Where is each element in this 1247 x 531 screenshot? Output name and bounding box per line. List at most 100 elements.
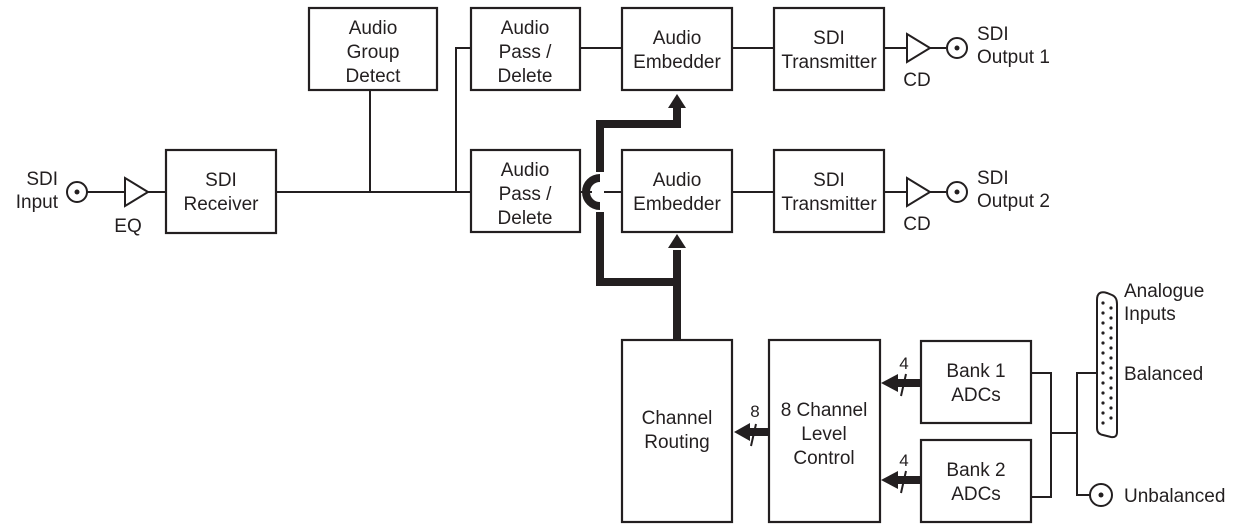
bus-width-4-label: 4 [899, 354, 908, 373]
block-label: Receiver [184, 194, 260, 215]
block-label: Transmitter [781, 52, 877, 73]
dsub-connector-icon [1096, 291, 1118, 439]
analogue-inputs-title: Inputs [1124, 304, 1176, 325]
sdi-output-2-label: SDI [977, 168, 1009, 189]
dsub-pin [1109, 376, 1113, 380]
audio-buses [582, 94, 921, 494]
block-label: 8 Channel [781, 400, 868, 421]
block-audio-pass-delete-1: Audio Pass / Delete [469, 6, 582, 92]
block-label: Pass / [499, 184, 553, 205]
block-label: Embedder [633, 52, 721, 73]
dsub-pin [1109, 326, 1113, 330]
block-label: SDI [813, 28, 845, 49]
bus-width-8-label: 8 [750, 402, 759, 421]
arrow-to-routing [734, 423, 750, 441]
dsub-pin [1101, 331, 1105, 335]
block-label: Audio [653, 28, 702, 49]
sdi-input-label: SDI [26, 169, 58, 190]
block-label: Channel [642, 408, 713, 429]
dsub-pin [1101, 421, 1105, 425]
block-label: ADCs [951, 385, 1001, 406]
sdi-output-1-label: SDI [977, 24, 1009, 45]
bus-tick-4b [900, 470, 907, 494]
bnc-pin-icon [74, 189, 80, 195]
block-label: Delete [498, 208, 553, 229]
bus-to-embedder-1 [596, 108, 681, 172]
bus-width-4-label: 4 [899, 451, 908, 470]
arrow-bank1-to-level [881, 374, 898, 392]
block-label: Audio [349, 18, 398, 39]
block-label: Detect [346, 66, 402, 87]
dsub-pin [1101, 391, 1105, 395]
block-sdi-transmitter-2: SDI Transmitter [772, 148, 886, 234]
dsub-pin [1109, 336, 1113, 340]
dsub-pin [1109, 416, 1113, 420]
block-label: Audio [653, 170, 702, 191]
eq-label: EQ [114, 216, 141, 237]
dsub-pin [1101, 301, 1105, 305]
dsub-pin [1109, 406, 1113, 410]
block-audio-pass-delete-2: Audio Pass / Delete [469, 148, 582, 234]
block-audio-group-detect: Audio Group Detect [307, 6, 439, 92]
unbalanced-connector [1089, 483, 1113, 507]
bus-tick-8 [750, 423, 757, 447]
sdi-output-2-label: Output 2 [977, 191, 1050, 212]
sdi-output-1-label: Output 1 [977, 47, 1050, 68]
bnc-pin-icon [1098, 492, 1104, 498]
block-label: Embedder [633, 194, 721, 215]
block-label: SDI [205, 170, 237, 191]
block-audio-embedder-1: Audio Embedder [620, 6, 734, 92]
block-audio-embedder-2: Audio Embedder [620, 148, 734, 234]
block-label: Bank 2 [946, 460, 1005, 481]
balanced-label: Balanced [1124, 364, 1203, 385]
block-label: Pass / [499, 42, 553, 63]
sdi-input-label: Input [16, 192, 59, 213]
eq-amplifier-icon [124, 176, 150, 208]
dsub-pin [1109, 366, 1113, 370]
block-sdi-receiver: SDI Receiver [164, 148, 278, 235]
dsub-pin [1101, 321, 1105, 325]
bnc-pin-icon [954, 45, 960, 51]
dsub-pins [1101, 301, 1113, 425]
block-label: Transmitter [781, 194, 877, 215]
block-bank-1-adcs: Bank 1 ADCs [919, 339, 1033, 425]
block-label: ADCs [951, 484, 1001, 505]
dsub-pin [1101, 351, 1105, 355]
unbalanced-label: Unbalanced [1124, 486, 1225, 507]
dsub-pin [1101, 381, 1105, 385]
sdi-output-1-connector [946, 37, 968, 59]
sdi-output-2-connector [946, 181, 968, 203]
block-label: Group [347, 42, 400, 63]
block-label: Delete [498, 66, 553, 87]
sdi-input-connector [66, 181, 88, 203]
cd-1-label: CD [903, 70, 930, 91]
block-8-channel-level-control: 8 Channel Level Control [767, 338, 882, 524]
arrow-to-embedder-2 [668, 234, 686, 248]
block-sdi-transmitter-1: SDI Transmitter [772, 6, 886, 92]
dsub-pin [1109, 386, 1113, 390]
cd-2-label: CD [903, 214, 930, 235]
dsub-pin [1109, 396, 1113, 400]
block-bank-2-adcs: Bank 2 ADCs [919, 438, 1033, 524]
signal-wires [87, 47, 1097, 498]
dsub-pin [1109, 346, 1113, 350]
block-label: Level [801, 424, 846, 445]
wire-balanced-unbalanced [1076, 372, 1097, 496]
block-channel-routing: Channel Routing [620, 338, 734, 524]
block-label: Audio [501, 18, 550, 39]
cd-driver-2-icon [906, 176, 932, 208]
arrow-bank2-to-level [881, 471, 898, 489]
dsub-pin [1101, 401, 1105, 405]
bus-crossover-hop [582, 174, 601, 210]
wire-banks-join [1031, 372, 1052, 498]
dsub-pin [1101, 341, 1105, 345]
dsub-pin [1109, 316, 1113, 320]
bus-tick-4a [900, 373, 907, 397]
arrow-to-embedder-1 [668, 94, 686, 108]
balanced-dsub-connector [1096, 291, 1118, 439]
block-label: Audio [501, 160, 550, 181]
dsub-pin [1101, 371, 1105, 375]
block-label: Bank 1 [946, 361, 1005, 382]
bnc-pin-icon [954, 189, 960, 195]
